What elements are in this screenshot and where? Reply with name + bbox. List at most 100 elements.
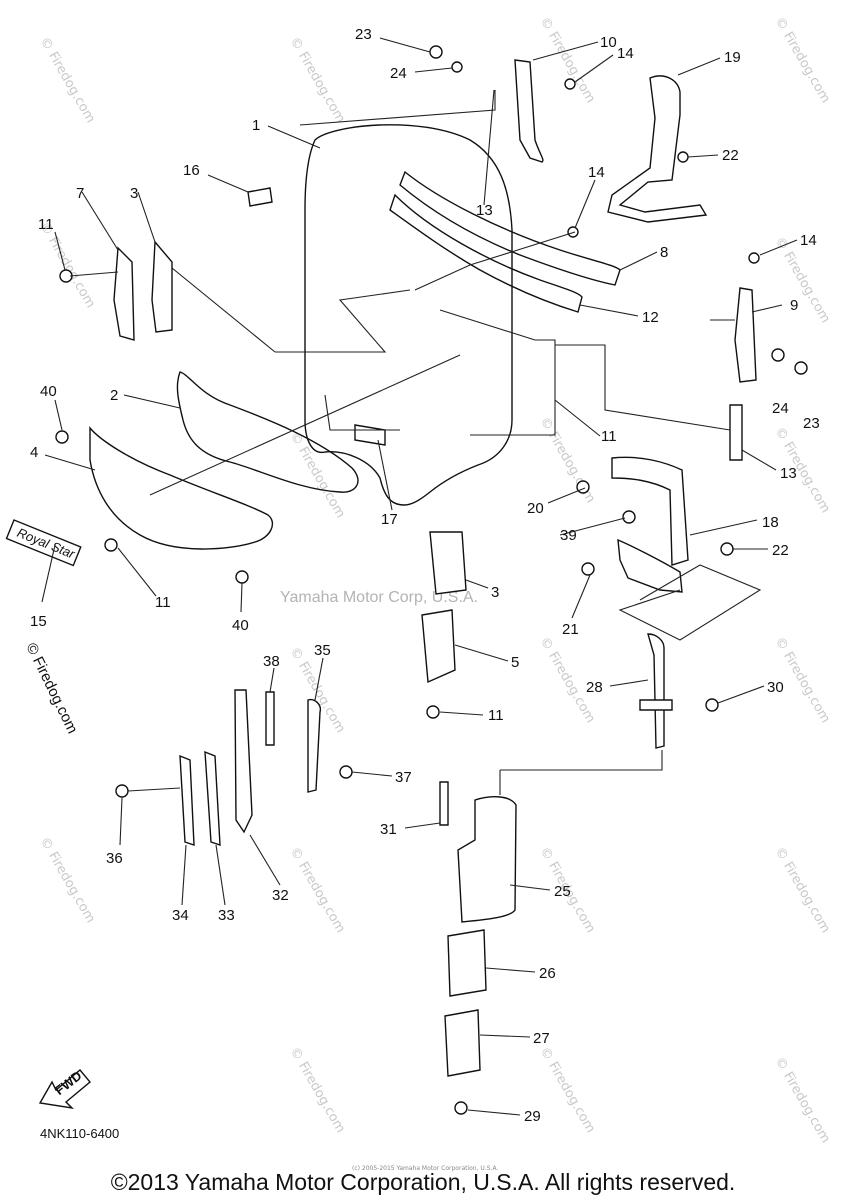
tile-watermark: © Firedog.com [772, 845, 833, 936]
callout-23-top: 23 [355, 26, 372, 43]
tile-watermark: © Firedog.com [537, 415, 598, 506]
side-watermark: © Firedog.com [22, 640, 81, 736]
callout-5: 5 [511, 654, 519, 671]
callout-14-top: 14 [617, 45, 634, 62]
tile-watermark: © Firedog.com [37, 220, 98, 311]
leader-lines [41, 37, 798, 1116]
callout-14-right: 14 [800, 232, 817, 249]
bracket-assembly-arm [617, 538, 683, 593]
callout-39: 39 [560, 527, 577, 544]
callout-15: 15 [30, 613, 47, 630]
windshield-part [304, 124, 513, 506]
callout-38: 38 [263, 653, 280, 670]
washer-part [451, 61, 463, 73]
washer-part [771, 348, 785, 362]
bolt-part [720, 542, 734, 556]
bracket-part [514, 59, 544, 163]
callout-16: 16 [183, 162, 200, 179]
plate-part [444, 1009, 481, 1077]
callout-13-right: 13 [780, 465, 797, 482]
bolt-part [576, 480, 590, 494]
callout-2: 2 [110, 387, 118, 404]
plate-part [421, 609, 456, 684]
callout-29: 29 [524, 1108, 541, 1125]
bolt-part [429, 45, 443, 59]
tile-watermark: © Firedog.com [37, 35, 98, 126]
callout-20: 20 [527, 500, 544, 517]
callout-24-top: 24 [390, 65, 407, 82]
nut-part [705, 698, 719, 712]
callout-4: 4 [30, 444, 38, 461]
lower-shield-part [176, 371, 359, 493]
callout-33: 33 [218, 907, 235, 924]
fwd-arrow-icon: FWD [38, 1068, 91, 1110]
sticker-part [354, 424, 386, 446]
bolt-part [235, 570, 249, 584]
copyright-footer: ©2013 Yamaha Motor Corporation, U.S.A. A… [111, 1169, 736, 1195]
bolt-part [581, 562, 595, 576]
bracket-plate-part [151, 240, 173, 333]
callout-34: 34 [172, 907, 189, 924]
callout-21: 21 [562, 621, 579, 638]
parts: Royal Star FWD [5, 45, 808, 1115]
small-copyright: (c) 2005-2015 Yamaha Motor Corporation, … [352, 1165, 498, 1172]
callout-11-lower: 11 [488, 707, 504, 724]
callout-23-right: 23 [803, 415, 820, 432]
tile-watermark: © Firedog.com [287, 845, 348, 936]
callout-13-top: 13 [476, 202, 493, 219]
side-bracket-part [734, 287, 757, 383]
tile-watermark: © Firedog.com [772, 1055, 833, 1146]
plate-part [179, 754, 195, 846]
callout-12: 12 [642, 309, 659, 326]
plate-part [113, 246, 135, 341]
tile-watermark: © Firedog.com [772, 15, 833, 106]
callout-7: 8 [660, 244, 668, 261]
manufacturer-watermark: Yamaha Motor Corp, U.S.A. [280, 589, 478, 606]
callout-14-mid: 14 [588, 164, 605, 181]
callouts: 23 24 10 14 19 22 1 16 13 14 8 12 14 9 2… [30, 26, 820, 1125]
lower-visor-part [89, 426, 273, 550]
small-bracket-part [729, 404, 743, 461]
stay-part [307, 698, 322, 793]
bolt-part [622, 510, 636, 524]
bolt-part [454, 1101, 468, 1115]
diagram-code: 4NK110-6400 [40, 1126, 119, 1141]
callout-3-lower: 3 [491, 584, 499, 601]
lower-rail-part [389, 193, 583, 313]
callout-26: 26 [539, 965, 556, 982]
plate-part [429, 531, 467, 595]
plate-part [204, 750, 221, 846]
callout-40-bottom: 40 [232, 617, 249, 634]
bolt-part [115, 784, 129, 798]
tile-watermark: © Firedog.com [537, 1045, 598, 1136]
tile-watermark: © Firedog.com [287, 1045, 348, 1136]
bolt-part [104, 538, 118, 552]
callout-19: 19 [724, 49, 741, 66]
nut-part [564, 78, 576, 90]
callout-32: 32 [272, 887, 289, 904]
callout-9: 9 [790, 297, 798, 314]
callout-37: 37 [395, 769, 412, 786]
nut-part [748, 252, 760, 264]
tile-watermark: © Firedog.com [287, 35, 348, 126]
pad-part [439, 781, 449, 826]
bolt-part [794, 361, 808, 375]
tile-watermark: © Firedog.com [37, 835, 98, 926]
stay-tab [639, 699, 673, 711]
callout-40-top: 40 [40, 383, 57, 400]
plate-part [234, 689, 253, 834]
upper-rail-part [399, 170, 621, 286]
callout-25: 25 [554, 883, 571, 900]
bracket-assembly-part [611, 456, 689, 566]
bolt-part [677, 151, 689, 163]
nut-part [567, 226, 579, 238]
callout-11-mid: 11 [155, 594, 171, 611]
nut-part [339, 765, 353, 779]
callout-35: 35 [314, 642, 331, 659]
callout-1: 1 [252, 117, 260, 134]
callout-31: 31 [380, 821, 397, 838]
callout-30: 30 [767, 679, 784, 696]
callout-24-right: 24 [772, 400, 789, 417]
callout-27: 27 [533, 1030, 550, 1047]
